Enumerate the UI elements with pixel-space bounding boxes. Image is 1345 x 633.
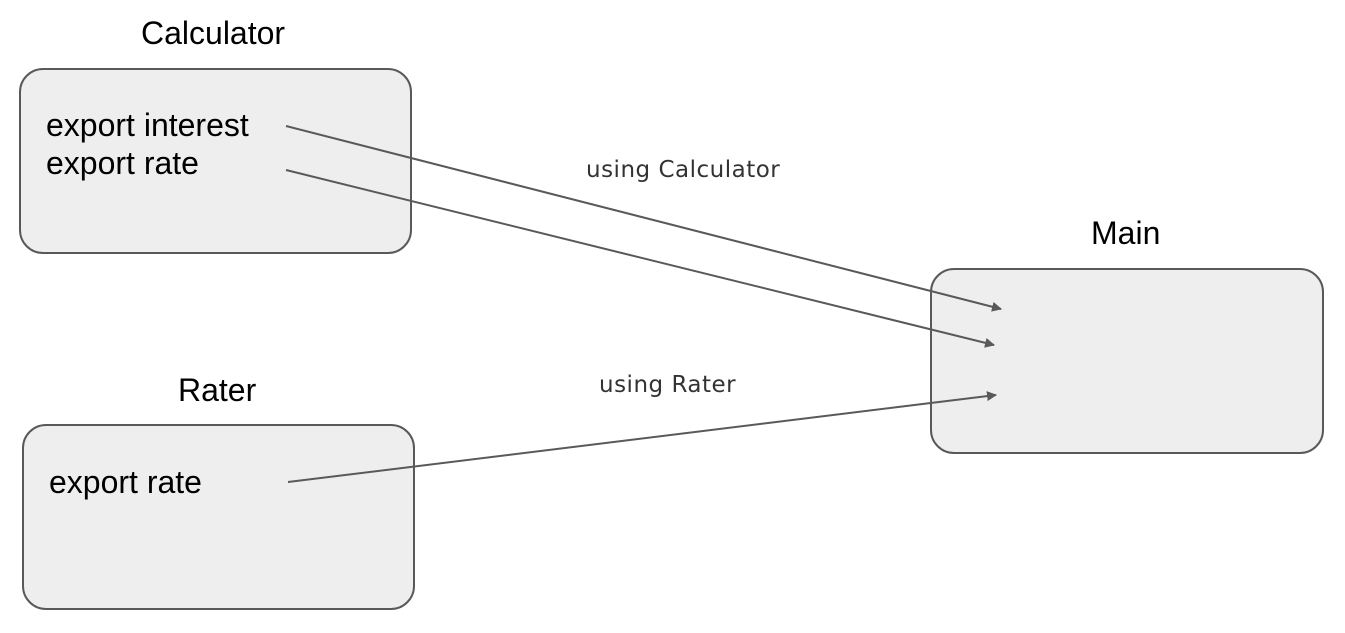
main-module-box — [930, 268, 1324, 454]
rater-export-rate: export rate — [49, 464, 202, 500]
calculator-title: Calculator — [141, 15, 286, 51]
rater-title: Rater — [178, 372, 257, 408]
calculator-export-rate: export rate — [46, 145, 199, 181]
calculator-export-interest: export interest — [46, 107, 249, 143]
main-title: Main — [1091, 215, 1161, 251]
rater-module-box — [22, 424, 415, 610]
label-using-rater: using Rater — [599, 372, 737, 398]
label-using-calculator: using Calculator — [586, 157, 781, 183]
